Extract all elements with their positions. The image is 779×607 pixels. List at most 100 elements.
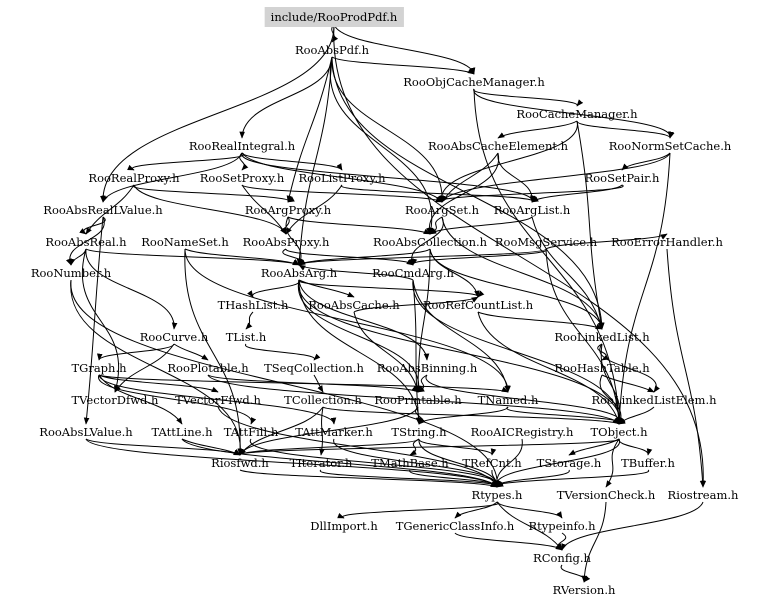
node-label: RooAbsCacheElement.h <box>428 139 569 153</box>
node-roorealproxy-h[interactable]: RooRealProxy.h <box>88 171 180 185</box>
edge-rooabspdf-h-to-rooobjcachemanager-h <box>331 56 475 75</box>
node-rtypeinfo-h[interactable]: Rtypeinfo.h <box>528 519 596 533</box>
node-rconfig-h[interactable]: RConfig.h <box>533 551 591 565</box>
node-label: RooAbsBinning.h <box>377 361 478 375</box>
edge-roomsgservice-h-to-roocmdarg-h <box>406 248 547 266</box>
node-roomsgservice-h[interactable]: RooMsgService.h <box>495 235 598 249</box>
node-rooabsreallvalue-h[interactable]: RooAbsRealLValue.h <box>43 203 163 217</box>
edge-roocachemanager-h-to-rooabscacheelement-h <box>497 120 578 139</box>
node-tmathbase-h[interactable]: TMathBase.h <box>371 456 449 470</box>
node-tvectorffwd-h[interactable]: TVectorFfwd.h <box>175 393 261 407</box>
node-rooabsproxy-h[interactable]: RooAbsProxy.h <box>243 235 330 249</box>
node-riosfwd-h[interactable]: Riosfwd.h <box>211 456 269 470</box>
node-rooabslvalue-h[interactable]: RooAbsLValue.h <box>39 425 133 439</box>
edge-tobject-h-to-tbuffer-h <box>618 438 653 456</box>
node-include-rooprodpdf-h[interactable]: include/RooProdPdf.h <box>264 7 404 27</box>
edge-rooabscacheelement-h-to-rooabscollection-h <box>425 152 499 235</box>
edge-roorealintegral-h-to-rooargset-h <box>241 152 443 203</box>
node-label: RooRealIntegral.h <box>189 139 296 153</box>
edge-rooabspdf-h-to-roolinkedlist-h <box>331 56 605 330</box>
node-tnamed-h[interactable]: TNamed.h <box>478 393 539 407</box>
node-roohashtable-h[interactable]: RooHashTable.h <box>554 361 650 375</box>
node-rooabsbinning-h[interactable]: RooAbsBinning.h <box>377 361 478 375</box>
node-tcollection-h[interactable]: TCollection.h <box>284 393 362 407</box>
node-label: RooMsgService.h <box>495 235 598 249</box>
node-rooobjcachemanager-h[interactable]: RooObjCacheManager.h <box>403 75 545 89</box>
node-roonumber-h[interactable]: RooNumber.h <box>31 266 112 280</box>
node-rooplotable-h[interactable]: RooPlotable.h <box>167 361 249 375</box>
node-roonormsetcache-h[interactable]: RooNormSetCache.h <box>609 139 732 153</box>
edge-rooobjcachemanager-h-to-roonormsetcache-h <box>473 88 675 139</box>
node-roorefcountlist-h[interactable]: RooRefCountList.h <box>423 298 534 312</box>
node-roolinkedlist-h[interactable]: RooLinkedList.h <box>554 330 650 344</box>
node-label: TObject.h <box>591 425 649 439</box>
edge-tversioncheck-h-to-rversion-h <box>581 501 607 583</box>
node-label: TGenericClassInfo.h <box>396 519 515 533</box>
node-rooabscollection-h[interactable]: RooAbsCollection.h <box>373 235 488 249</box>
edge-rooabsreal-h-to-roocurve-h <box>85 248 178 330</box>
node-tattline-h[interactable]: TAttLine.h <box>152 425 214 439</box>
edge-tnamed-h-to-tobject-h <box>506 406 626 425</box>
node-tversioncheck-h[interactable]: TVersionCheck.h <box>557 488 656 502</box>
node-rooerrorhandler-h[interactable]: RooErrorHandler.h <box>611 235 723 249</box>
node-rtypes-h[interactable]: Rtypes.h <box>472 488 524 502</box>
node-titerator-h[interactable]: TIterator.h <box>290 456 353 470</box>
node-rooabscacheelement-h[interactable]: RooAbsCacheElement.h <box>428 139 569 153</box>
edge-tcollection-h-to-riosfwd-h <box>239 406 324 456</box>
node-rooabspdf-h[interactable]: RooAbsPdf.h <box>295 43 370 57</box>
edge-roonameset-h-to-tnamed-h <box>184 248 511 393</box>
edge-roolinkedlist-h-to-roolinkedlistelem-h <box>599 343 660 393</box>
node-tvectordfwd-h[interactable]: TVectorDfwd.h <box>72 393 160 407</box>
node-label: TAttLine.h <box>152 425 214 439</box>
node-roosetpair-h[interactable]: RooSetPair.h <box>585 171 660 185</box>
node-label: TAttFill.h <box>224 425 279 439</box>
node-roocmdarg-h[interactable]: RooCmdArg.h <box>372 266 454 280</box>
node-rooabsarg-h[interactable]: RooAbsArg.h <box>261 266 338 280</box>
node-roocachemanager-h[interactable]: RooCacheManager.h <box>516 107 638 121</box>
node-roorealintegral-h[interactable]: RooRealIntegral.h <box>189 139 296 153</box>
node-tgraph-h[interactable]: TGraph.h <box>71 361 127 375</box>
node-label: TCollection.h <box>284 393 362 407</box>
node-tseqcollection-h[interactable]: TSeqCollection.h <box>264 361 364 375</box>
node-trefcnt-h[interactable]: TRefCnt.h <box>462 456 522 470</box>
edge-include-rooprodpdf-h-to-riostream-h <box>333 23 707 488</box>
node-rooargproxy-h[interactable]: RooArgProxy.h <box>245 203 332 217</box>
node-label: THashList.h <box>218 298 289 312</box>
node-tbuffer-h[interactable]: TBuffer.h <box>621 456 675 470</box>
node-rooprintable-h[interactable]: RooPrintable.h <box>374 393 462 407</box>
node-roosetproxy-h[interactable]: RooSetProxy.h <box>200 171 285 185</box>
node-rooabscache-h[interactable]: RooAbsCache.h <box>308 298 400 312</box>
node-label: TAttMarker.h <box>295 425 373 439</box>
node-riostream-h[interactable]: Riostream.h <box>668 488 740 502</box>
edge-tvectorffwd-h-to-rtypes-h <box>217 406 498 488</box>
node-tgenericclassinfo-h[interactable]: TGenericClassInfo.h <box>396 519 515 533</box>
node-dllimport-h[interactable]: DllImport.h <box>310 519 378 533</box>
node-label: RooAbsCollection.h <box>373 235 488 249</box>
node-rooarglist-h[interactable]: RooArgList.h <box>494 203 571 217</box>
edge-rtypes-h-to-rtypeinfo-h <box>496 501 563 519</box>
node-roolistproxy-h[interactable]: RooListProxy.h <box>298 171 386 185</box>
node-rooargset-h[interactable]: RooArgSet.h <box>405 203 480 217</box>
node-tstorage-h[interactable]: TStorage.h <box>537 456 602 470</box>
edge-roorealproxy-h-to-rooabsreal-h <box>85 184 135 235</box>
node-tattfill-h[interactable]: TAttFill.h <box>224 425 279 439</box>
edge-tgraph-h-to-tattfill-h <box>98 374 257 425</box>
node-tlist-h[interactable]: TList.h <box>226 330 267 344</box>
node-label: RooPrintable.h <box>374 393 462 407</box>
edge-tstring-h-to-trefcnt-h <box>418 438 497 456</box>
node-label: RooArgProxy.h <box>245 203 332 217</box>
edge-roorealintegral-h-to-roolistproxy-h <box>241 152 343 171</box>
node-tobject-h[interactable]: TObject.h <box>591 425 649 439</box>
node-roonameset-h[interactable]: RooNameSet.h <box>141 235 229 249</box>
edge-rooabsarg-h-to-rooabscache-h <box>298 279 355 298</box>
node-tattmarker-h[interactable]: TAttMarker.h <box>295 425 373 439</box>
node-rooaicregistry-h[interactable]: RooAICRegistry.h <box>471 425 574 439</box>
node-rversion-h[interactable]: RVersion.h <box>553 583 616 597</box>
node-rooabsreal-h[interactable]: RooAbsReal.h <box>45 235 127 249</box>
edge-rooargset-h-to-roolinkedlist-h <box>441 216 604 330</box>
node-roolinkedlistelem-h[interactable]: RooLinkedListElem.h <box>591 393 717 407</box>
node-roocurve-h[interactable]: RooCurve.h <box>140 330 209 344</box>
node-thashlist-h[interactable]: THashList.h <box>218 298 289 312</box>
node-tstring-h[interactable]: TString.h <box>391 425 447 439</box>
node-label: RooAICRegistry.h <box>471 425 574 439</box>
